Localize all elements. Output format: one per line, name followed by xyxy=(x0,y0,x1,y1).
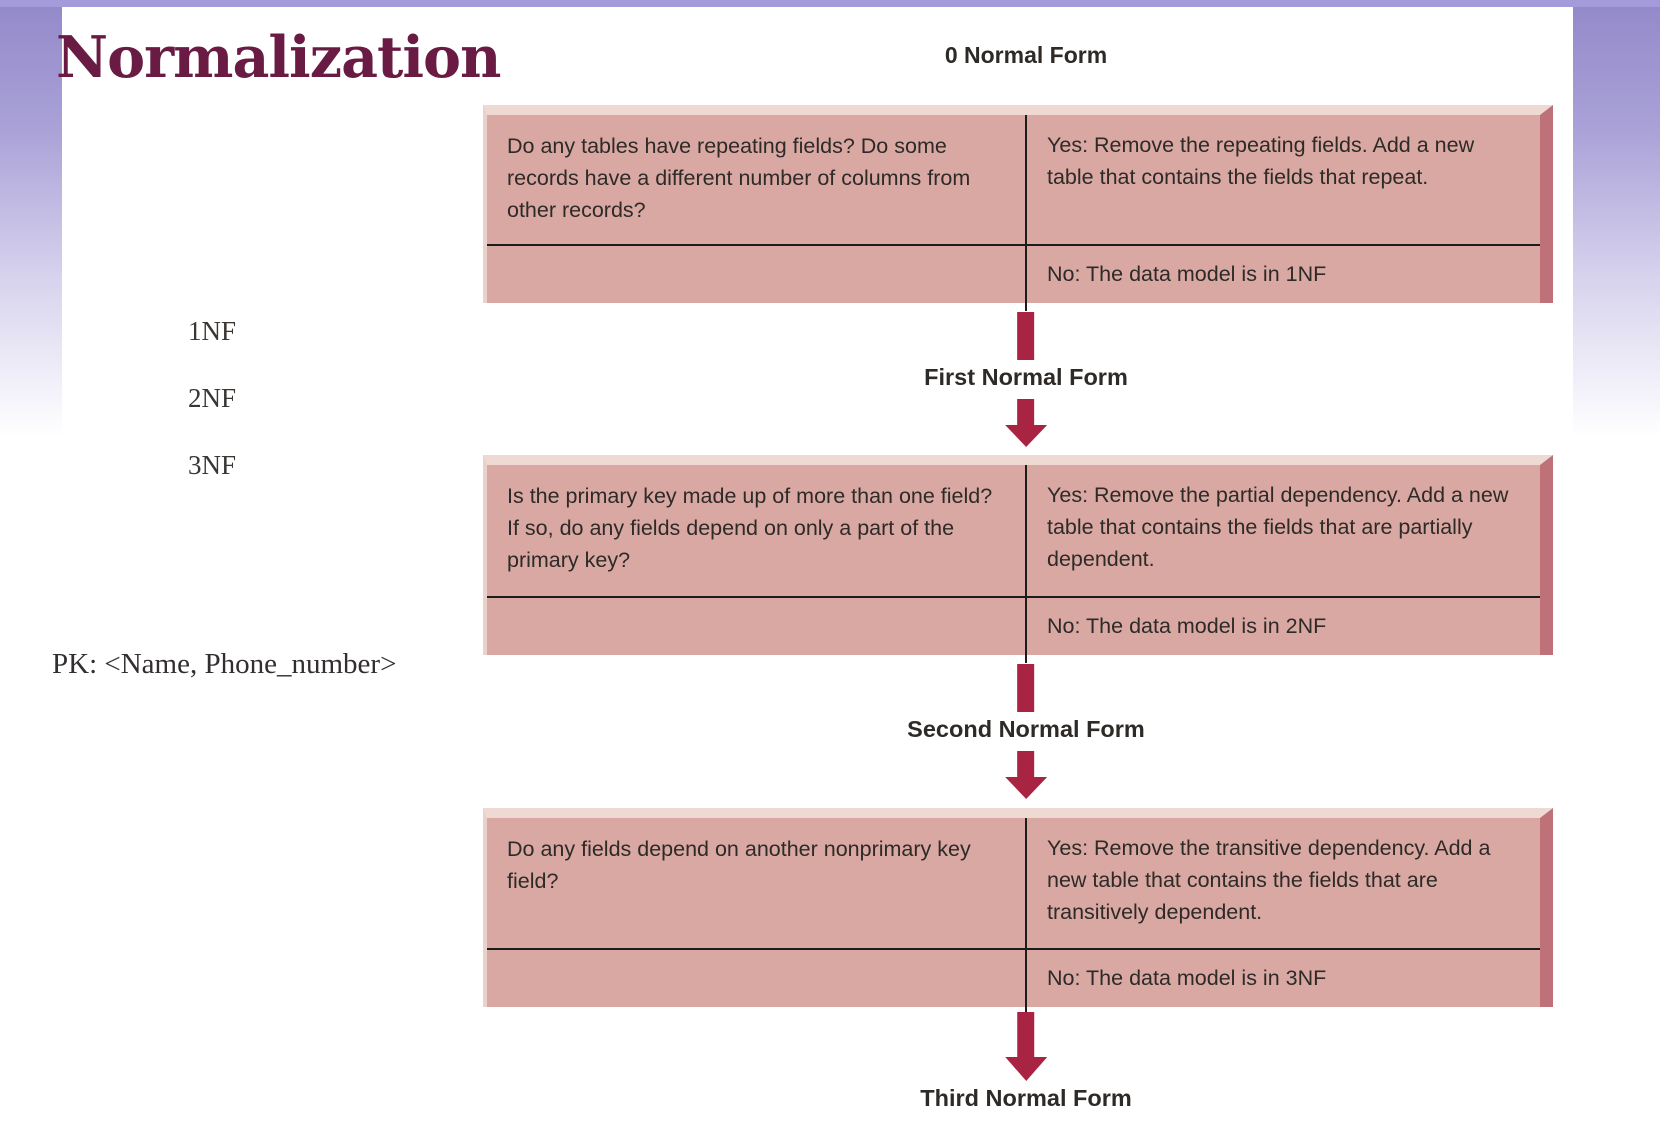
no-answer-cell: No: The data model is in 2NF xyxy=(1025,596,1540,655)
side-label-1nf: 1NF xyxy=(188,316,237,346)
arrow-head xyxy=(1004,1057,1047,1081)
no-answer-cell: No: The data model is in 1NF xyxy=(1025,244,1540,303)
arrow-down-icon xyxy=(1004,399,1047,447)
slide-left-gradient-border xyxy=(0,7,62,437)
slide-title: Normalization xyxy=(56,24,501,91)
divider-tick xyxy=(1025,303,1027,311)
no-answer-cell: No: The data model is in 3NF xyxy=(1025,948,1540,1007)
flow-start-label: 0 Normal Form xyxy=(944,42,1108,68)
side-label-2nf: 2NF xyxy=(188,383,237,413)
flow-arrow-second: Second Normal Form xyxy=(907,664,1145,799)
question-cell: Is the primary key made up of more than … xyxy=(507,484,993,572)
divider-tick xyxy=(1025,1007,1027,1012)
arrow-down-icon xyxy=(1004,1012,1047,1081)
arrow-stem xyxy=(1017,751,1035,777)
arrow-stem xyxy=(1017,1012,1035,1057)
empty-cell xyxy=(487,244,1025,303)
arrow-bar xyxy=(1017,312,1035,360)
flow-label-second-normal-form: Second Normal Form xyxy=(907,716,1145,742)
decision-box-1nf: Is the primary key made up of more than … xyxy=(483,455,1553,655)
primary-key-note: PK: <Name, Phone_number> xyxy=(52,648,397,680)
arrow-head xyxy=(1005,777,1047,799)
flow-label-third-normal-form: Third Normal Form xyxy=(920,1085,1132,1111)
arrow-down-icon xyxy=(1005,751,1047,799)
divider-tick xyxy=(1025,655,1027,663)
question-cell: Do any fields depend on another nonprima… xyxy=(507,837,971,893)
decision-box-0nf: Do any tables have repeating fields? Do … xyxy=(483,105,1553,303)
flow-arrow-third: Third Normal Form xyxy=(920,1012,1132,1112)
arrow-stem xyxy=(1017,399,1035,425)
slide-top-border xyxy=(0,0,1660,7)
flow-label-first-normal-form: First Normal Form xyxy=(924,364,1128,390)
flow-arrow-first: First Normal Form xyxy=(924,312,1128,447)
decision-box-2nf: Do any fields depend on another nonprima… xyxy=(483,808,1553,1007)
side-label-3nf: 3NF xyxy=(188,450,237,480)
slide-right-gradient-border xyxy=(1573,7,1660,437)
empty-cell xyxy=(487,948,1025,1007)
empty-cell xyxy=(487,596,1025,655)
arrow-head xyxy=(1004,425,1047,447)
arrow-bar xyxy=(1017,664,1035,712)
yes-answer-cell: Yes: Remove the repeating fields. Add a … xyxy=(1025,115,1540,244)
yes-answer-cell: Yes: Remove the partial dependency. Add … xyxy=(1025,465,1540,596)
yes-answer-cell: Yes: Remove the transitive dependency. A… xyxy=(1025,818,1540,948)
question-cell: Do any tables have repeating fields? Do … xyxy=(507,134,971,222)
